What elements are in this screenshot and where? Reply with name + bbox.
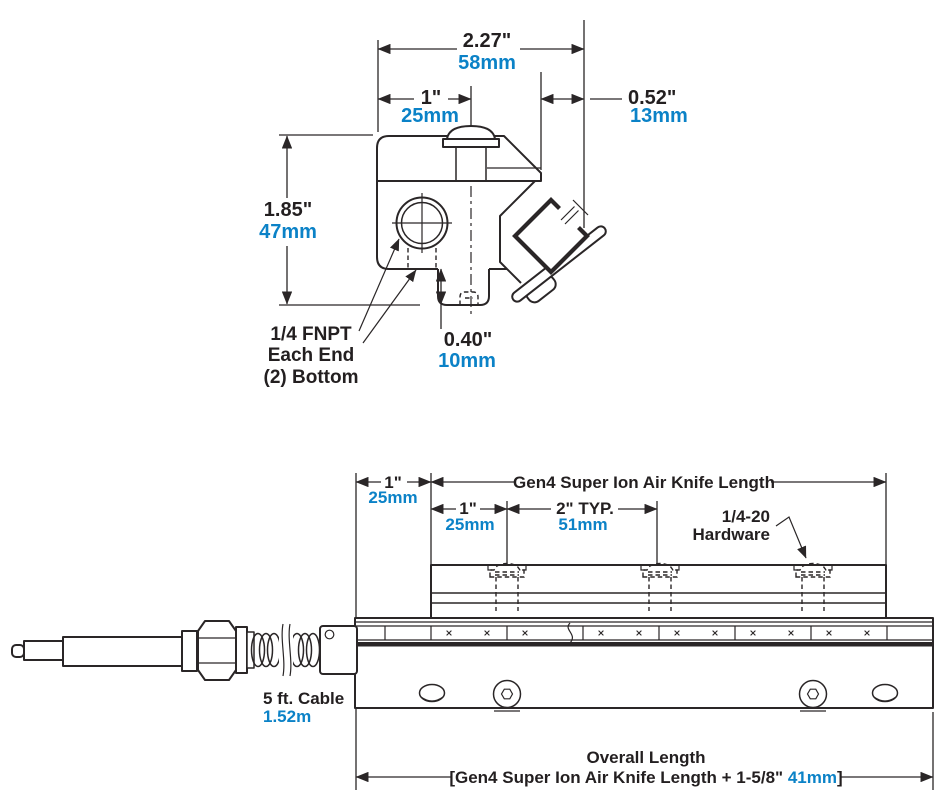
connector-bracket	[512, 197, 590, 275]
end-view-body	[376, 180, 536, 284]
air-knife-body	[354, 617, 934, 712]
cable-connector-section	[511, 197, 607, 304]
connector-barrel	[62, 636, 183, 667]
cable-note: 5 ft. Cable 1.52m	[263, 689, 344, 726]
fnpt-note: 1/4 FNPT Each End (2) Bottom	[264, 238, 417, 388]
face-oval-right	[871, 683, 899, 703]
dim-height-in: 1.85"	[264, 199, 312, 221]
connector-tip	[11, 644, 25, 658]
emitter-strip	[384, 626, 888, 640]
air-gap-band	[355, 642, 933, 647]
dim-lip: 0.40" 10mm	[435, 268, 496, 372]
dim-lip-mm: 10mm	[438, 350, 496, 372]
overall-length-title: Overall Length	[586, 748, 705, 767]
hardware-note-line2: Hardware	[693, 525, 770, 544]
hardware-note-line1: 1/4-20	[722, 507, 770, 526]
end-view-bottom-tab	[437, 269, 490, 306]
dim-left-offset-mm: 25mm	[401, 105, 459, 127]
hardware-bolts	[487, 562, 833, 611]
fnpt-note-line1: 1/4 FNPT	[270, 324, 352, 345]
dim-width-mm: 58mm	[458, 52, 516, 74]
face-oval-left	[418, 683, 446, 703]
dim-height: 1.85" 47mm	[259, 134, 420, 306]
cable-assembly	[11, 620, 321, 681]
dim-right-offset-in: 0.52"	[628, 87, 676, 109]
cable-junction-box	[319, 625, 358, 675]
fnpt-note-line3: (2) Bottom	[264, 367, 359, 388]
dim-hole-spacing-in: 2" TYP.	[556, 499, 614, 518]
dim-knife-length: Gen4 Super Ion Air Knife Length	[430, 473, 887, 492]
cable-note-line2: 1.52m	[263, 707, 311, 726]
dim-hole-spacing: 2" TYP. 51mm	[506, 499, 658, 534]
hex-nut	[197, 620, 237, 681]
dim-lip-in: 0.40"	[444, 329, 492, 351]
face-screw-right	[798, 679, 828, 712]
top-screw	[442, 125, 541, 180]
dim-width-in: 2.27"	[463, 30, 511, 52]
dim-overall-length: Overall Length [Gen4 Super Ion Air Knife…	[355, 748, 934, 787]
end-view-drawing: 2.27" 58mm 1" 25mm 0.52" 13mm 1.85" 47mm	[259, 20, 688, 388]
cable-break-marks	[281, 623, 292, 677]
dim-end-offset: 1" 25mm	[355, 473, 432, 507]
fnpt-port	[392, 193, 452, 268]
cable-note-line1: 5 ft. Cable	[263, 689, 344, 708]
break-mark	[567, 622, 573, 644]
dim-end-offset-in: 1"	[384, 473, 402, 492]
coiled-cable	[250, 623, 321, 677]
dim-first-hole-mm: 25mm	[445, 515, 494, 534]
dim-first-hole: 1" 25mm	[430, 499, 508, 534]
overall-length-formula: [Gen4 Super Ion Air Knife Length + 1-5/8…	[449, 768, 842, 787]
dim-right-offset: 0.52" 13mm	[540, 72, 688, 170]
washer	[235, 626, 248, 674]
dim-hole-spacing-mm: 51mm	[558, 515, 607, 534]
hardware-note: 1/4-20 Hardware	[693, 507, 807, 559]
knife-length-label: Gen4 Super Ion Air Knife Length	[513, 473, 775, 492]
connector-flange	[181, 630, 198, 672]
dim-left-offset: 1" 25mm	[377, 86, 472, 127]
dim-left-offset-in: 1"	[421, 87, 442, 109]
hidden-bottom-port	[459, 291, 479, 305]
fnpt-note-line2: Each End	[268, 345, 355, 366]
dim-height-mm: 47mm	[259, 221, 317, 243]
connector-pin	[23, 640, 64, 661]
dim-end-offset-mm: 25mm	[368, 488, 417, 507]
face-screw-left	[492, 679, 522, 712]
mounting-rail	[430, 564, 887, 619]
dim-first-hole-in: 1"	[459, 499, 477, 518]
dim-right-offset-mm: 13mm	[630, 105, 688, 127]
end-view-cap	[376, 135, 542, 182]
side-view-drawing: 1" 25mm Gen4 Super Ion Air Knife Length …	[11, 473, 934, 790]
dim-width: 2.27" 58mm	[377, 20, 585, 228]
